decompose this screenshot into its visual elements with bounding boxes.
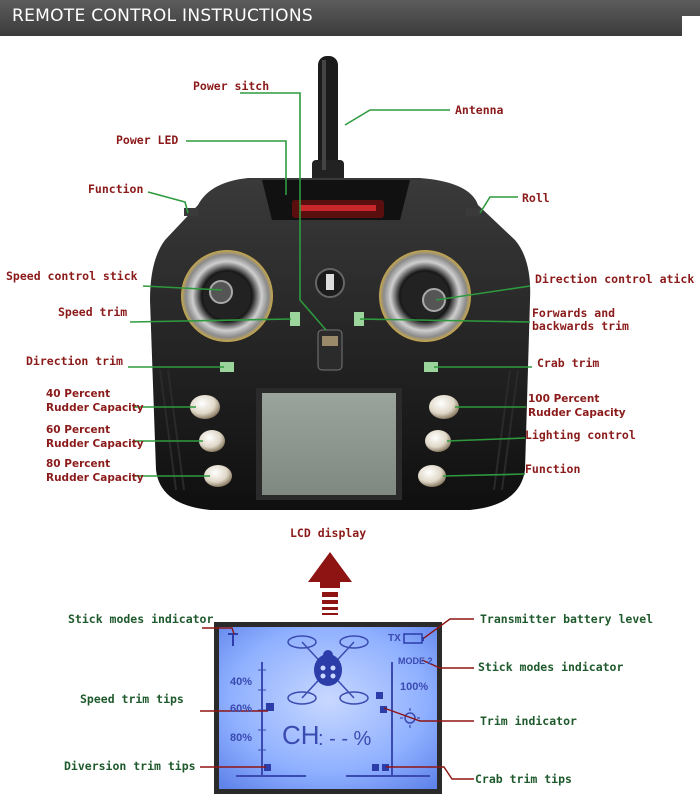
lcd-channel-label: CH [282,720,320,750]
label-roll: Roll [522,191,550,205]
left-stick-shape [181,250,273,342]
lcd-screen-enlarged [214,622,442,794]
label-100-percent: 100 Percent [528,393,600,405]
label-diversion-trim-tips: Diversion trim tips [64,759,196,773]
label-power-led: Power LED [116,133,179,147]
label-40-percent: 40 Percent [46,388,111,400]
label-forwards-backwards-trim-1: Forwards and [532,306,616,320]
lcd-80-percent: 80% [230,732,253,744]
lcd-60-percent: 60% [230,703,253,715]
lcd-100-percent: 100% [400,681,429,693]
label-stick-modes-indicator-left: Stick modes indicator [68,612,214,626]
label-40-rudder: Rudder Capacity [46,402,144,414]
label-forwards-backwards-trim-2: backwards trim [532,319,629,333]
lcd-mode-text: MODE 2 [398,656,433,666]
lcd-tx-text: TX [388,633,401,644]
label-speed-trim-tips: Speed trim tips [80,692,184,706]
lcd-channel-value: : - - % [318,728,372,750]
label-60-rudder: Rudder Capacity [46,438,144,450]
label-lcd-display: LCD display [290,526,367,540]
label-speed-control-stick: Speed control stick [6,269,138,283]
label-antenna: Antenna [455,103,504,117]
label-power-switch: Power sitch [193,79,270,93]
label-direction-trim: Direction trim [26,354,123,368]
right-stick-shape [379,250,471,342]
page-title: REMOTE CONTROL INSTRUCTIONS [12,6,313,26]
label-direction-control-stick: Direction control atick [535,272,695,286]
antenna-shape [312,56,344,182]
label-crab-trim-tips: Crab trim tips [475,772,572,786]
label-80-rudder: Rudder Capacity [46,472,144,484]
label-100-rudder: Rudder Capacity [528,407,626,419]
label-stick-modes-indicator-right: Stick modes indicator [478,660,624,674]
header-tab-notch [682,16,700,36]
label-80-percent: 80 Percent [46,458,111,470]
down-arrow-icon [308,552,352,615]
label-60-percent: 60 Percent [46,424,111,436]
label-transmitter-battery: Transmitter battery level [480,612,654,626]
label-crab-trim: Crab trim [537,356,600,370]
label-function-left: Function [88,182,144,196]
label-trim-indicator: Trim indicator [480,714,577,728]
label-lighting-control: Lighting control [525,428,636,442]
header-bar: REMOTE CONTROL INSTRUCTIONS [0,0,700,36]
label-function-right: Function [525,462,581,476]
label-speed-trim: Speed trim [58,305,128,319]
lcd-40-percent: 40% [230,676,253,688]
